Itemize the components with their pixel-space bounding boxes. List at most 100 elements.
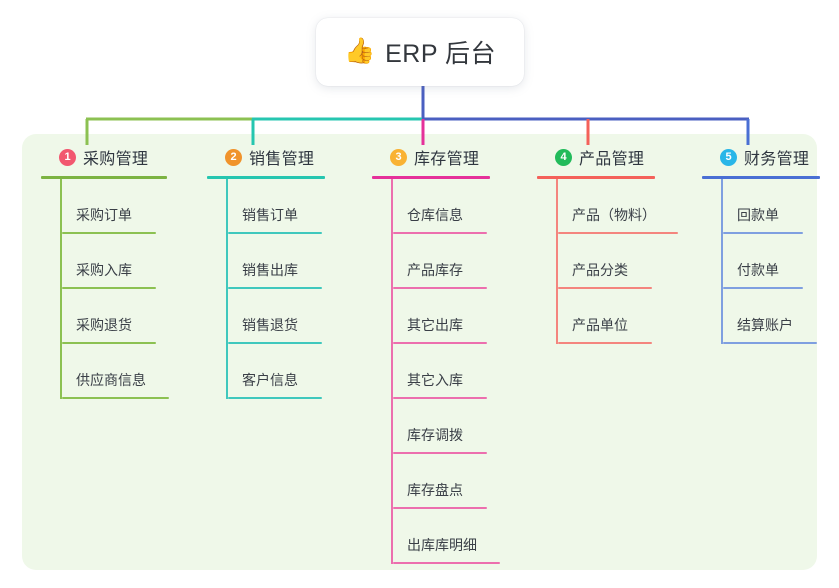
column-header-1[interactable]: 1 采购管理 — [41, 145, 167, 169]
list-item-label: 结算账户 — [737, 317, 793, 333]
list-item-rule — [62, 397, 169, 399]
list-item-rule — [393, 287, 487, 289]
column-header-rule — [41, 176, 167, 179]
column-title: 采购管理 — [83, 151, 149, 168]
list-item[interactable]: 产品库存 — [391, 234, 490, 289]
list-item[interactable]: 库存调拨 — [391, 399, 490, 454]
list-item[interactable]: 仓库信息 — [391, 179, 490, 234]
list-item-rule — [393, 452, 487, 454]
list-item-label: 库存调拨 — [407, 427, 463, 443]
list-item[interactable]: 其它入库 — [391, 344, 490, 399]
column-items: 产品（物料） 产品分类产品单位 — [556, 179, 678, 344]
list-item[interactable]: 出库库明细 — [391, 509, 500, 564]
list-item-label: 其它出库 — [407, 317, 463, 333]
content-panel — [22, 134, 817, 570]
list-item[interactable]: 采购入库 — [60, 234, 167, 289]
list-item-label: 产品单位 — [572, 317, 628, 333]
list-item-label: 销售退货 — [242, 317, 298, 333]
column-5: 5 财务管理回款单付款单结算账户 — [702, 145, 820, 344]
column-items: 回款单付款单结算账户 — [721, 179, 820, 344]
column-spine — [391, 179, 393, 564]
list-item-rule — [228, 342, 322, 344]
list-item[interactable]: 产品分类 — [556, 234, 655, 289]
list-item-label: 客户信息 — [242, 372, 298, 388]
column-header-rule — [702, 176, 820, 179]
list-item-label: 销售订单 — [242, 207, 298, 223]
list-item-rule — [62, 342, 156, 344]
column-items: 仓库信息产品库存其它出库其它入库库存调拨库存盘点出库库明细 — [391, 179, 500, 564]
list-item-label: 产品分类 — [572, 262, 628, 278]
column-header-5[interactable]: 5 财务管理 — [702, 145, 820, 169]
list-item[interactable]: 销售出库 — [226, 234, 325, 289]
list-item-label: 供应商信息 — [76, 372, 146, 388]
column-badge-icon: 4 — [555, 148, 572, 166]
list-item-rule — [723, 287, 803, 289]
column-spine — [60, 179, 62, 399]
list-item-rule — [228, 287, 322, 289]
list-item[interactable]: 付款单 — [721, 234, 820, 289]
list-item-rule — [558, 287, 652, 289]
list-item[interactable]: 结算账户 — [721, 289, 820, 344]
column-header-3[interactable]: 3 库存管理 — [372, 145, 490, 169]
root-node-card[interactable]: 👍 ERP 后台 — [316, 18, 524, 86]
column-3: 3 库存管理仓库信息产品库存其它出库其它入库库存调拨库存盘点出库库明细 — [372, 145, 500, 564]
list-item-rule — [723, 342, 817, 344]
column-header-rule — [537, 176, 655, 179]
list-item-rule — [393, 232, 487, 234]
list-item-label: 库存盘点 — [407, 482, 463, 498]
column-title: 销售管理 — [249, 151, 315, 168]
list-item[interactable]: 采购退货 — [60, 289, 167, 344]
list-item[interactable]: 采购订单 — [60, 179, 167, 234]
column-items: 销售订单销售出库销售退货客户信息 — [226, 179, 325, 399]
column-badge-icon: 3 — [390, 148, 407, 166]
list-item-label: 出库库明细 — [407, 537, 477, 553]
list-item[interactable]: 库存盘点 — [391, 454, 490, 509]
list-item[interactable]: 回款单 — [721, 179, 820, 234]
list-item-rule — [393, 397, 487, 399]
column-1: 1 采购管理采购订单采购入库采购退货供应商信息 — [41, 145, 169, 399]
thumbs-up-icon: 👍 — [343, 36, 376, 65]
list-item[interactable]: 产品单位 — [556, 289, 655, 344]
list-item[interactable]: 客户信息 — [226, 344, 325, 399]
list-item-label: 仓库信息 — [407, 207, 463, 223]
root-node-title: ERP 后台 — [385, 40, 497, 68]
list-item[interactable]: 销售退货 — [226, 289, 325, 344]
list-item-label: 采购退货 — [76, 317, 132, 333]
list-item-rule — [393, 507, 487, 509]
list-item-rule — [62, 232, 156, 234]
column-spine — [226, 179, 228, 399]
column-title: 财务管理 — [744, 151, 810, 168]
list-item-label: 产品（物料） — [572, 207, 656, 223]
list-item-rule — [723, 232, 803, 234]
list-item-rule — [393, 562, 500, 564]
list-item-label: 其它入库 — [407, 372, 463, 388]
column-spine — [556, 179, 558, 344]
column-badge-icon: 5 — [720, 148, 737, 166]
column-badge-icon: 1 — [59, 148, 76, 166]
column-spine — [721, 179, 723, 344]
list-item[interactable]: 产品（物料） — [556, 179, 678, 234]
column-items: 采购订单采购入库采购退货供应商信息 — [60, 179, 169, 399]
list-item[interactable]: 其它出库 — [391, 289, 490, 344]
list-item-label: 采购订单 — [76, 207, 132, 223]
list-item-label: 采购入库 — [76, 262, 132, 278]
column-title: 库存管理 — [414, 151, 480, 168]
list-item-label: 回款单 — [737, 207, 779, 223]
column-badge-icon: 2 — [225, 148, 242, 166]
column-header-2[interactable]: 2 销售管理 — [207, 145, 325, 169]
list-item[interactable]: 供应商信息 — [60, 344, 169, 399]
list-item-rule — [393, 342, 487, 344]
list-item-rule — [228, 397, 322, 399]
list-item-label: 付款单 — [737, 262, 779, 278]
list-item-label: 销售出库 — [242, 262, 298, 278]
list-item[interactable]: 销售订单 — [226, 179, 325, 234]
column-header-rule — [372, 176, 490, 179]
list-item-rule — [558, 232, 678, 234]
list-item-rule — [62, 287, 156, 289]
list-item-label: 产品库存 — [407, 262, 463, 278]
list-item-rule — [558, 342, 652, 344]
list-item-rule — [228, 232, 322, 234]
